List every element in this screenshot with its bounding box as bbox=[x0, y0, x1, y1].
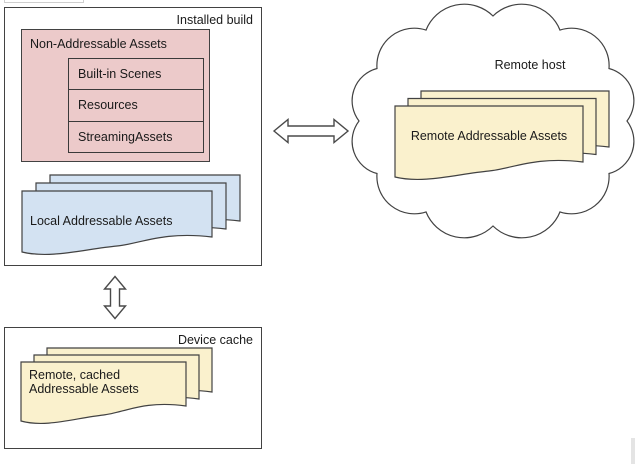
table-row-built-in-scenes: Built-in Scenes bbox=[69, 59, 203, 91]
remote-addressable-assets-label: Remote Addressable Assets bbox=[410, 129, 568, 143]
resources-label: Resources bbox=[78, 98, 138, 113]
scrollbar-fragment[interactable] bbox=[631, 438, 635, 464]
non-addressable-assets-title: Non-Addressable Assets bbox=[30, 37, 167, 51]
table-row-resources: Resources bbox=[69, 90, 203, 122]
remote-host-cloud bbox=[351, 3, 635, 239]
document-sheet-back bbox=[420, 90, 610, 165]
table-row-streaming-assets: StreamingAssets bbox=[69, 122, 203, 152]
remote-host-title: Remote host bbox=[494, 58, 566, 72]
non-addressable-assets-table: Built-in Scenes Resources StreamingAsset… bbox=[68, 58, 204, 153]
cropped-top-rectangle bbox=[4, 0, 84, 3]
built-in-scenes-label: Built-in Scenes bbox=[78, 67, 162, 82]
device-cache-title: Device cache bbox=[177, 333, 253, 347]
sync-arrow-horizontal bbox=[272, 118, 350, 144]
sync-arrow-vertical bbox=[102, 275, 128, 320]
installed-build-title: Installed build bbox=[176, 13, 253, 27]
streaming-assets-label: StreamingAssets bbox=[78, 129, 173, 144]
local-addressable-assets-label: Local Addressable Assets bbox=[30, 214, 173, 228]
non-addressable-assets-box bbox=[21, 29, 210, 162]
cached-addressable-assets-label: Remote, cached Addressable Assets bbox=[29, 368, 139, 396]
